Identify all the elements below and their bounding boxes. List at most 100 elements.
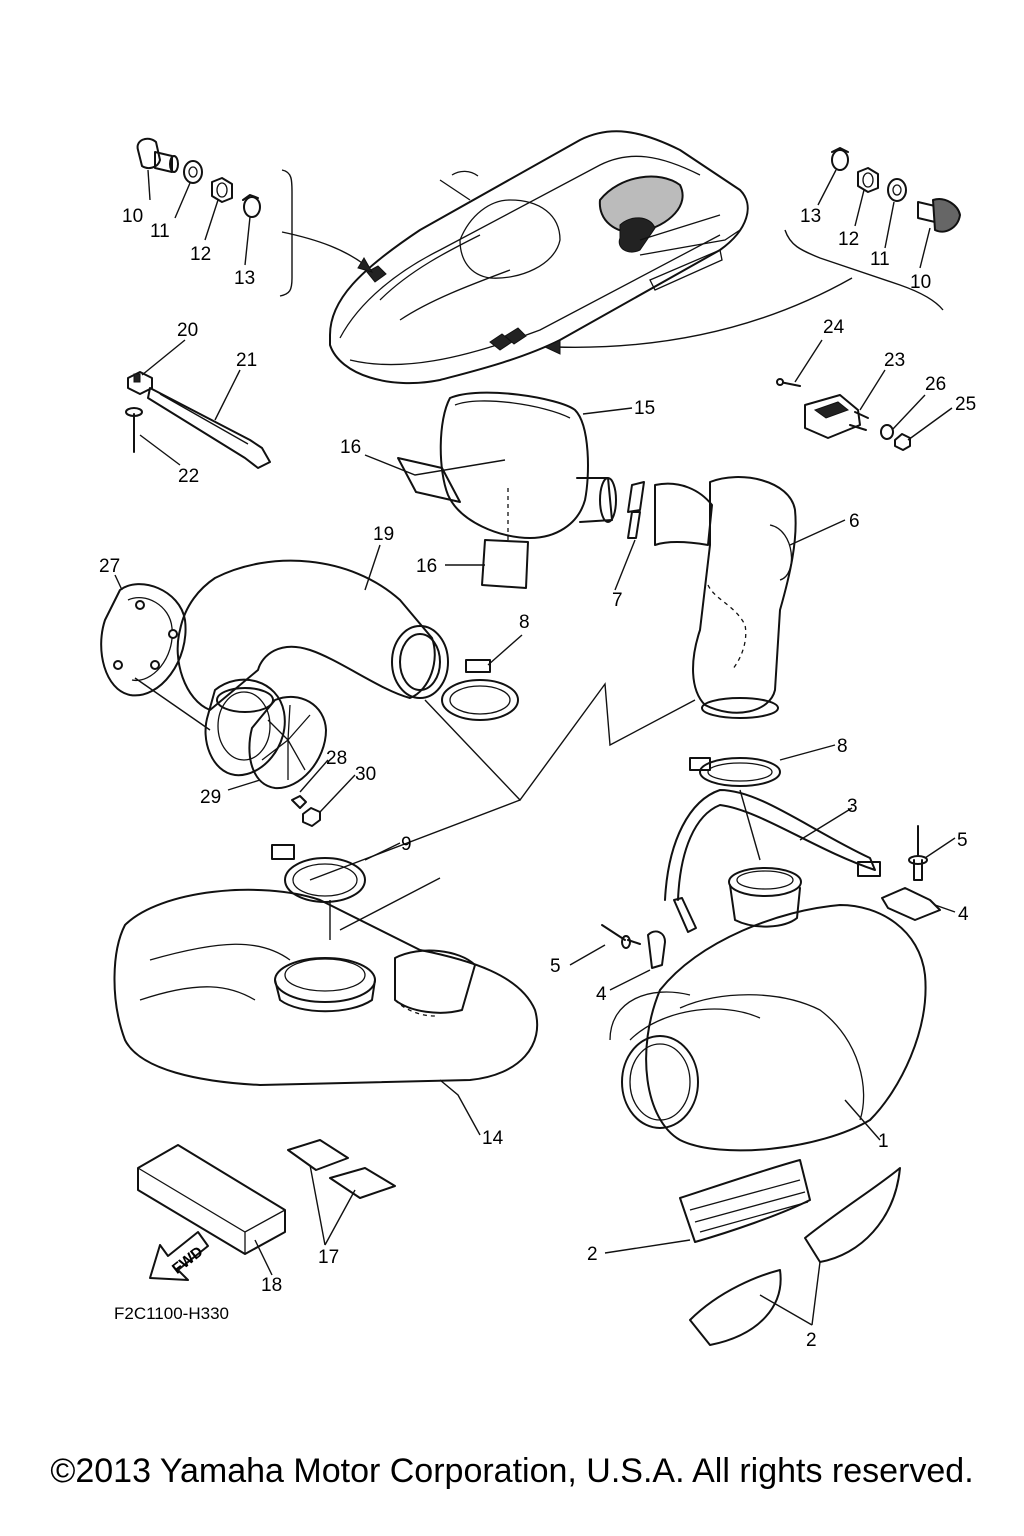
stay-right [881, 887, 941, 921]
hose-clamp-left [242, 194, 261, 218]
sponge-b [329, 1167, 396, 1199]
callout-16-upper: 16 [340, 437, 361, 458]
diagram-code: F2C1100-H330 [114, 1304, 229, 1323]
callout-13-left: 13 [234, 268, 255, 289]
sponge-pad-upper [397, 457, 461, 503]
callout-20: 20 [177, 320, 198, 341]
callout-7: 7 [612, 590, 623, 611]
callout-11-left: 11 [150, 221, 170, 242]
rivet-right [908, 825, 928, 881]
reference-line [424, 682, 696, 802]
nut-small [302, 807, 321, 827]
nut-right [857, 167, 879, 193]
callout-17: 17 [318, 1247, 339, 1268]
callout-23: 23 [884, 350, 905, 371]
fwd-label: FWD [169, 1243, 207, 1278]
reference-line [309, 799, 521, 881]
callout-2-lower: 2 [806, 1330, 817, 1351]
callout-28: 28 [326, 748, 347, 769]
hose-clamp-bottom [271, 844, 366, 903]
callout-4-left: 4 [596, 984, 607, 1005]
callout-8-upper: 8 [519, 612, 530, 633]
intake-hose [176, 559, 449, 713]
flange-leader [134, 677, 211, 731]
callout-3: 3 [847, 796, 858, 817]
washer-bracket [880, 424, 894, 440]
callout-12-left: 12 [190, 244, 211, 265]
callout-5-left: 5 [550, 956, 561, 977]
watercraft-illustration [329, 130, 749, 384]
intake-chamber [113, 888, 539, 1086]
cable-tie [147, 387, 271, 469]
callout-8-lower: 8 [837, 736, 848, 757]
callout-19: 19 [373, 524, 394, 545]
reference-line [329, 877, 441, 940]
vent-hose-nozzle-left [136, 137, 179, 173]
vent-hose-nozzle-right [917, 198, 961, 233]
callout-numbers: 10 11 12 13 13 12 11 10 20 21 22 24 23 2… [99, 206, 976, 1351]
intake-duct [692, 476, 797, 719]
band-clamp [627, 481, 645, 539]
reference-line [739, 789, 761, 861]
callout-10-left: 10 [122, 206, 143, 227]
pin [776, 378, 801, 387]
arrow-head [357, 257, 374, 273]
arrow-right-vent [554, 277, 853, 348]
callout-10-right: 10 [910, 272, 931, 293]
hose-clamp-lower [689, 757, 781, 787]
resonator [609, 867, 927, 1152]
copyright-notice: ©2013 Yamaha Motor Corporation, U.S.A. A… [50, 1452, 974, 1490]
rivet-left [125, 407, 143, 453]
callout-15: 15 [634, 398, 655, 419]
sponge-block [137, 1144, 286, 1255]
gasket-ring [204, 678, 286, 777]
mat-lower [689, 1269, 782, 1346]
rivet-middle [601, 924, 641, 949]
washer-small [291, 795, 307, 809]
mat-right [804, 1167, 901, 1263]
callout-12-right: 12 [838, 229, 859, 250]
arrow-left-vent [281, 231, 366, 266]
mounting-bracket [804, 394, 869, 439]
leader-lines [114, 169, 956, 1326]
callout-22: 22 [178, 466, 199, 487]
callout-18: 18 [261, 1275, 282, 1296]
callout-25: 25 [955, 394, 976, 415]
mat-upper [679, 1159, 811, 1243]
sponge-a [287, 1139, 349, 1171]
hose-clamp-upper [441, 659, 519, 721]
callout-21: 21 [236, 350, 257, 371]
callout-24: 24 [823, 317, 845, 338]
callout-26: 26 [925, 374, 946, 395]
bracket-left [279, 169, 293, 297]
belt-strap [664, 789, 881, 933]
callout-2-upper: 2 [587, 1244, 598, 1265]
callout-6: 6 [849, 511, 860, 532]
callout-30: 30 [355, 764, 376, 785]
stay-middle [647, 930, 666, 969]
callout-4-right: 4 [958, 904, 969, 925]
forward-arrow-icon: FWD [149, 1231, 209, 1281]
callout-5-right: 5 [957, 830, 968, 851]
joint [654, 482, 713, 546]
bracket-right [784, 229, 944, 311]
clip [127, 371, 153, 395]
nut-bracket [894, 433, 911, 451]
callout-27: 27 [99, 556, 120, 577]
callout-11-right: 11 [870, 249, 890, 270]
washer-left [183, 160, 203, 184]
flange-ring [100, 583, 187, 697]
sponge-pad-lower [481, 539, 529, 589]
intake-box [439, 391, 617, 539]
hose-clamp-right [831, 147, 849, 171]
callout-1: 1 [878, 1131, 889, 1152]
nut-left [211, 177, 233, 203]
arrow-head [543, 339, 561, 355]
flame-arrester-plate [248, 695, 327, 790]
callout-9: 9 [401, 834, 412, 855]
callout-14: 14 [482, 1128, 504, 1149]
callout-29: 29 [200, 787, 221, 808]
callout-13-right: 13 [800, 206, 821, 227]
callout-16-lower: 16 [416, 556, 437, 577]
